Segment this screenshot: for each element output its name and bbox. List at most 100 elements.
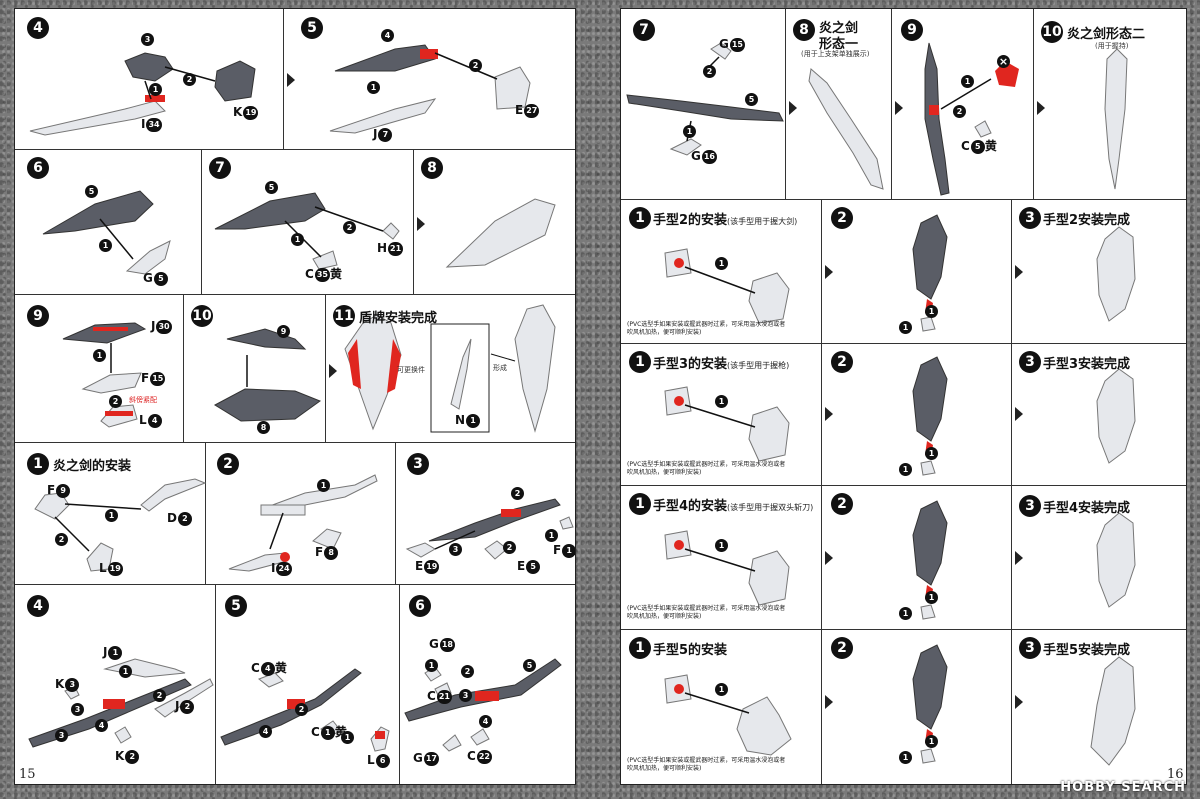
row-divider [15,149,575,150]
callout-number: 1 [899,607,912,620]
hand-complete-title: 手型4安装完成 [1043,501,1131,516]
step-number: 2 [831,207,853,229]
callout-number: 1 [925,735,938,748]
callout-number: 1 [105,509,118,522]
peg-red [145,95,165,102]
parts-illustrations [626,42,1136,766]
k19-part [214,60,256,102]
sword-blade-part [29,100,166,136]
step-number: 7 [633,19,655,41]
step-number: 3 [1019,637,1041,659]
callout-number: 1 [425,659,438,672]
hand-step-title: 手型3的安装(该手型用于握枪) [653,357,790,372]
callout-number: 3 [459,689,472,702]
step-number: 2 [831,637,853,659]
callout-number: 3 [449,543,462,556]
callout-number: 4 [95,719,108,732]
parts-illustrations [28,44,574,752]
callout-number: 1 [715,395,728,408]
callout-number: 1 [341,731,354,744]
step-note: (用于握持) [1095,42,1129,50]
callout-number: 1 [99,239,112,252]
col-divider [891,9,892,199]
callout-number: 1 [715,683,728,696]
col-divider [821,199,822,784]
callout-number: 1 [899,751,912,764]
callout-number: 1 [925,305,938,318]
row-divider [621,629,1186,630]
row-divider [15,294,575,295]
flow-arrow [825,695,833,709]
callout-number: 2 [109,395,122,408]
callout-number: 1 [545,529,558,542]
callout-number: 1 [715,257,728,270]
row-divider [621,199,1186,200]
callout-number: 5 [85,185,98,198]
col-divider [183,294,184,442]
tiny-note: 可更换件 [397,366,425,374]
pvc-note: (PVC选型手如果安装或握武器时过紧，可采用温水浸泡或者吹风机加热，便可顺利安装… [627,757,786,772]
callout-number: 2 [703,65,716,78]
step-number: 3 [1019,351,1041,373]
callout-number: 5 [745,93,758,106]
watermark: HOBBY SEARCH [1060,780,1186,795]
flow-arrow [1015,407,1023,421]
pvc-note: (PVC选型手如果安装或握武器时过紧，可采用温水浸泡或者吹风机加热，便可顺利安装… [627,461,786,476]
callout-number: 2 [295,703,308,716]
col-divider [413,149,414,294]
flow-arrow [1015,695,1023,709]
callout-number: 4 [381,29,394,42]
callout-number: 8 [257,421,270,434]
step-title: 炎之剑 [819,21,859,36]
callout-number: 1 [317,479,330,492]
callout-number: 1 [899,321,912,334]
step-number: 2 [831,351,853,373]
callout-number: 1 [119,665,132,678]
step-number: 1 [629,493,651,515]
row-divider [621,343,1186,344]
callout-number: 1 [925,591,938,604]
step-number: 11 [333,305,355,327]
flow-arrow [329,364,337,378]
col-divider [325,294,326,442]
col-divider [201,149,202,294]
flow-arrow [287,73,295,87]
col-divider [205,442,206,584]
row-divider [15,442,575,443]
flow-arrow [825,265,833,279]
callout-number: 2 [343,221,356,234]
callout-number: 1 [961,75,974,88]
col-divider [395,442,396,584]
col-divider [1033,9,1034,199]
step-title: 盾牌安装完成 [359,311,438,326]
step-note: (用于上支架单独展示) [801,50,870,58]
callout-number: 3 [141,33,154,46]
pvc-note: (PVC选型手如果安装或握武器时过紧，可采用温水浸泡或者吹风机加热，便可顺利安装… [627,321,786,336]
callout-number: 1 [925,447,938,460]
flow-arrow [825,407,833,421]
callout-number: 2 [503,541,516,554]
flow-arrow [825,551,833,565]
pvc-note: (PVC选型手如果安装或握武器时过紧，可采用温水浸泡或者吹风机加热，便可顺利安装… [627,605,786,620]
flow-arrow [1015,265,1023,279]
step-number: 9 [27,305,49,327]
callout-number: 5 [265,181,278,194]
